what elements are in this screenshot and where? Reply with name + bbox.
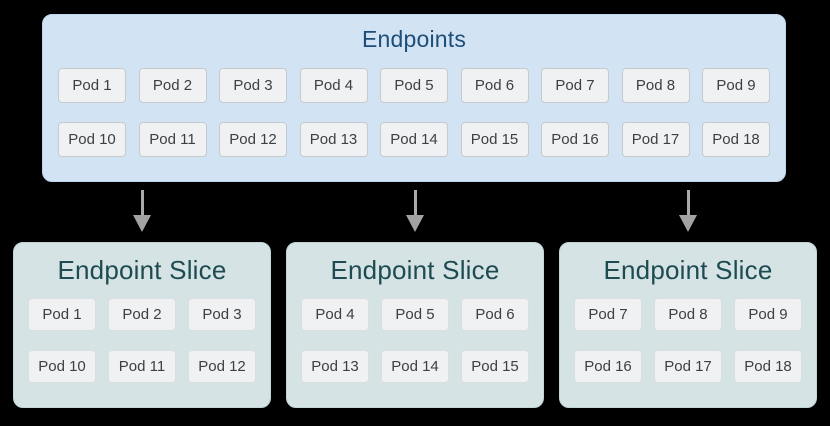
- pod-chip: Pod 2: [138, 68, 207, 103]
- pod-chip: Pod 11: [138, 122, 207, 157]
- endpoints-pod-row-1: Pod 1 Pod 2 Pod 3 Pod 4 Pod 5 Pod 6 Pod …: [43, 68, 785, 103]
- pod-chip: Pod 9: [702, 68, 770, 103]
- slice-pod-row-2: Pod 10 Pod 11 Pod 12: [14, 350, 270, 383]
- pod-chip: Pod 1: [28, 298, 96, 331]
- pod-chip: Pod 6: [460, 68, 529, 103]
- pod-chip: Pod 1: [58, 68, 126, 103]
- pod-chip: Pod 12: [219, 122, 287, 157]
- pod-chip: Pod 15: [461, 350, 529, 383]
- pod-chip: Pod 6: [461, 298, 529, 331]
- pod-chip: Pod 8: [621, 68, 690, 103]
- pod-chip: Pod 7: [541, 68, 609, 103]
- pod-chip: Pod 2: [108, 298, 176, 331]
- pod-chip: Pod 11: [108, 350, 176, 383]
- arrow-head: [679, 215, 697, 232]
- slice-pod-row-2: Pod 13 Pod 14 Pod 15: [287, 350, 543, 383]
- endpoint-slice-box-1: Endpoint Slice Pod 1 Pod 2 Pod 3 Pod 10 …: [13, 242, 271, 408]
- endpoint-slice-title: Endpoint Slice: [57, 255, 227, 285]
- pod-chip: Pod 5: [381, 298, 449, 331]
- arrow-stem: [413, 190, 417, 215]
- slice-pod-row-1: Pod 4 Pod 5 Pod 6: [287, 298, 543, 331]
- endpoint-slice-box-3: Endpoint Slice Pod 7 Pod 8 Pod 9 Pod 16 …: [559, 242, 817, 408]
- pod-chip: Pod 14: [380, 122, 448, 157]
- pod-chip: Pod 18: [734, 350, 802, 383]
- endpoint-slice-title: Endpoint Slice: [330, 255, 500, 285]
- endpoints-title: Endpoints: [361, 26, 467, 52]
- arrow-stem: [686, 190, 690, 215]
- pod-chip: Pod 3: [188, 298, 256, 331]
- down-arrow-icon: [679, 190, 697, 233]
- pod-chip: Pod 17: [621, 122, 690, 157]
- pod-chip: Pod 4: [301, 298, 369, 331]
- down-arrow-icon: [406, 190, 424, 233]
- pod-chip: Pod 7: [574, 298, 642, 331]
- endpoints-box: Endpoints Pod 1 Pod 2 Pod 3 Pod 4 Pod 5 …: [42, 14, 786, 182]
- endpoints-pod-row-2: Pod 10 Pod 11 Pod 12 Pod 13 Pod 14 Pod 1…: [43, 122, 785, 157]
- arrow-head: [406, 215, 424, 232]
- arrow-stem: [140, 190, 144, 215]
- pod-chip: Pod 18: [702, 122, 770, 157]
- pod-chip: Pod 9: [734, 298, 802, 331]
- pod-chip: Pod 5: [380, 68, 448, 103]
- pod-chip: Pod 15: [460, 122, 529, 157]
- pod-chip: Pod 17: [654, 350, 722, 383]
- arrow-head: [133, 215, 151, 232]
- slice-pod-row-2: Pod 16 Pod 17 Pod 18: [560, 350, 816, 383]
- pod-chip: Pod 3: [219, 68, 287, 103]
- pod-chip: Pod 8: [654, 298, 722, 331]
- pod-chip: Pod 10: [28, 350, 96, 383]
- pod-chip: Pod 13: [299, 122, 368, 157]
- pod-chip: Pod 10: [58, 122, 126, 157]
- down-arrow-icon: [133, 190, 151, 233]
- endpoint-slice-box-2: Endpoint Slice Pod 4 Pod 5 Pod 6 Pod 13 …: [286, 242, 544, 408]
- pod-chip: Pod 4: [299, 68, 368, 103]
- pod-chip: Pod 13: [301, 350, 369, 383]
- pod-chip: Pod 14: [381, 350, 449, 383]
- slice-pod-row-1: Pod 1 Pod 2 Pod 3: [14, 298, 270, 331]
- endpoint-slice-title: Endpoint Slice: [603, 255, 773, 285]
- pod-chip: Pod 16: [574, 350, 642, 383]
- slice-pod-row-1: Pod 7 Pod 8 Pod 9: [560, 298, 816, 331]
- pod-chip: Pod 16: [541, 122, 609, 157]
- pod-chip: Pod 12: [188, 350, 256, 383]
